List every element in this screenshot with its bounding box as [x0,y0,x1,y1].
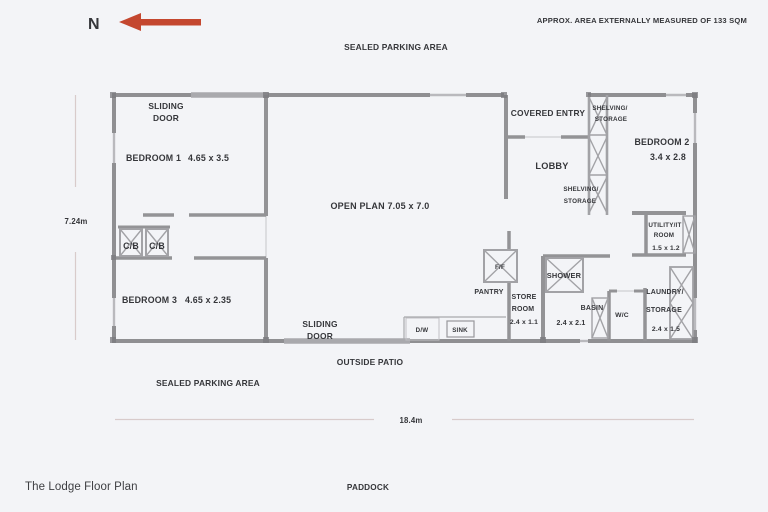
shower-label: SHOWER [547,271,582,280]
bedroom1-label: BEDROOM 1 [126,153,181,163]
page-title: The Lodge Floor Plan [25,481,138,493]
sealed-parking-bottom-label: SEALED PARKING AREA [156,378,260,388]
width-dimension-label: 18.4m [399,416,422,425]
sliding-door-bottom-label-2: DOOR [307,331,333,341]
sliding-door-bottom-label-1: SLIDING [302,319,337,329]
shelving-mid-label-2: STORAGE [564,198,596,205]
sliding-door-top-label-1: SLIDING [148,101,183,111]
fridge-freezer-label: F/F [495,264,505,271]
interior-walls [114,95,686,341]
wall-joints [110,92,698,343]
utility-size: 1.5 x 1.2 [652,245,680,252]
laundry-label-2: STORAGE [646,307,682,314]
bedroom2-label: BEDROOM 2 [634,137,689,147]
sealed-parking-top-label: SEALED PARKING AREA [344,42,448,52]
laundry-label-1: LAUNDRY/ [646,289,684,296]
sink-label: SINK [452,327,468,334]
north-arrow-icon [119,13,201,31]
bedroom3-label: BEDROOM 3 [122,295,177,305]
shelving-top-label-2: STORAGE [595,116,627,123]
dimension-lines [74,95,694,421]
covered-entry-label: COVERED ENTRY [511,108,586,118]
utility-label-2: ROOM [654,232,674,239]
paddock-label: PADDOCK [347,483,389,492]
north-label: N [88,16,100,33]
open-plan-label: OPEN PLAN 7.05 x 7.0 [330,201,429,211]
bedroom3-size: 4.65 x 2.35 [185,295,231,305]
wall-outline [112,92,697,344]
lobby-label: LOBBY [535,161,568,171]
bath-size: 2.4 x 2.1 [556,320,585,327]
cupboard1-label: C/B [123,241,139,251]
storage-fixtures [119,95,696,341]
cupboard2-label: C/B [149,241,165,251]
height-dimension-label: 7.24m [64,217,87,226]
shelving-mid-label-1: SHELVING/ [563,186,598,193]
room-labels: SLIDING DOOR BEDROOM 1 4.65 x 3.5 OPEN P… [122,101,689,341]
laundry-size: 2.4 x 1.5 [652,326,680,333]
utility-label-1: UTILITY/IT [648,222,681,229]
bedroom1-size: 4.65 x 3.5 [188,153,229,163]
wc-label: W/C [615,312,629,319]
store-room-label-1: STORE [512,294,537,301]
dishwasher-label: D/W [416,327,429,334]
sliding-door-top-label-2: DOOR [153,113,179,123]
shelving-top-label-1: SHELVING/ [592,105,627,112]
pantry-label: PANTRY [474,289,503,296]
store-room-size: 2.4 x 1.1 [510,319,538,326]
north-indicator: N [88,13,201,33]
basin-label: BASIN [581,305,604,312]
approx-area-note: APPROX. AREA EXTERNALLY MEASURED OF 133 … [537,16,747,25]
bedroom2-size: 3.4 x 2.8 [650,152,686,162]
store-room-label-2: ROOM [512,306,535,313]
outside-patio-label: OUTSIDE PATIO [337,357,404,367]
